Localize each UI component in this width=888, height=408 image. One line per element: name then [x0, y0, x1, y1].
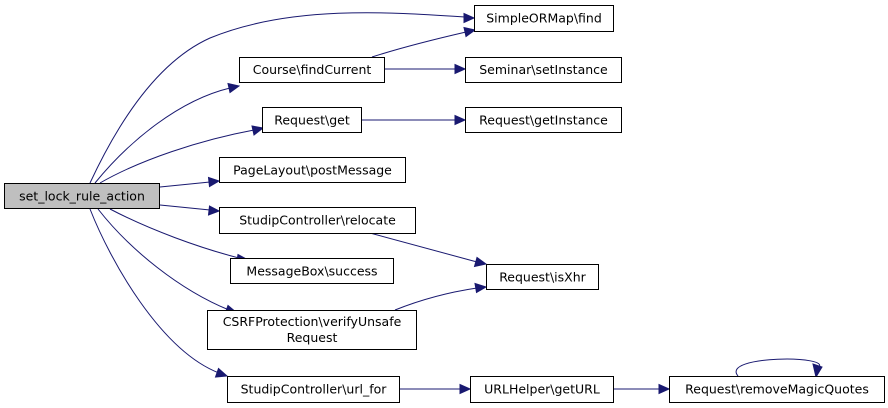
node-pagelayout-postmessage[interactable]: PageLayout\postMessage [219, 157, 406, 183]
node-label: Request\get [274, 113, 350, 128]
edge-relocate-to-request-isxhr [369, 232, 488, 268]
node-set-lock-rule-action[interactable]: set_lock_rule_action [4, 183, 160, 209]
node-label: PageLayout\postMessage [233, 163, 392, 178]
node-label: Request\removeMagicQuotes [685, 382, 869, 397]
node-request-getinstance[interactable]: Request\getInstance [465, 107, 622, 133]
node-label: Request\isXhr [499, 270, 586, 285]
node-label: Request\getInstance [479, 113, 608, 128]
node-messagebox-success[interactable]: MessageBox\success [230, 258, 394, 284]
node-urlhelper-geturl[interactable]: URLHelper\getURL [470, 376, 614, 403]
node-course-findcurrent[interactable]: Course\findCurrent [239, 57, 385, 83]
edge-url-for-to-urlhelper-geturl [399, 383, 472, 395]
node-csrfprotection-verifyunsafe-request[interactable]: CSRFProtection\verifyUnsafe Request [207, 310, 417, 350]
node-request-removemagicquotes[interactable]: Request\removeMagicQuotes [669, 376, 885, 403]
edge-request-get-to-request-getinstance [361, 114, 467, 126]
edge-root-to-course-findcurrent [94, 82, 241, 184]
edge-csrfprotection-to-request-isxhr [394, 282, 488, 311]
node-label: Seminar\setInstance [479, 62, 608, 77]
edge-root-to-request-get [99, 125, 265, 184]
edge-root-to-csrfprotection-verifyunsafe [97, 208, 239, 315]
nodes: set_lock_rule_action SimpleORMap\find Co… [4, 5, 885, 403]
node-label-line-1: CSRFProtection\verifyUnsafe [223, 314, 402, 329]
node-label: SimpleORMap\find [486, 11, 602, 26]
edge-course-findcurrent-to-simpleormap-find [371, 26, 477, 58]
node-studipcontroller-relocate[interactable]: StudipController\relocate [219, 207, 416, 234]
edge-root-to-studipcontroller-url-for [89, 208, 229, 378]
node-simpleormap-find[interactable]: SimpleORMap\find [474, 5, 614, 32]
node-label: URLHelper\getURL [484, 382, 600, 397]
edge-root-to-studipcontroller-relocate [159, 204, 221, 216]
edge-root-to-simpleormap-find [89, 12, 476, 184]
edge-course-findcurrent-to-seminar-setinstance [385, 63, 467, 75]
node-request-get[interactable]: Request\get [262, 107, 362, 133]
node-label-line-2: Request [287, 330, 338, 345]
edges [89, 12, 823, 395]
edge-removemagicquotes-self-loop [735, 358, 823, 379]
edge-urlhelper-geturl-to-request-removemagicquotes [613, 383, 671, 395]
node-studipcontroller-url-for[interactable]: StudipController\url_for [227, 376, 400, 403]
node-label: StudipController\relocate [239, 213, 396, 228]
node-request-isxhr[interactable]: Request\isXhr [486, 264, 599, 290]
node-label: MessageBox\success [246, 264, 377, 279]
edge-root-to-pagelayout-postmessage [159, 176, 221, 188]
node-label: Course\findCurrent [253, 62, 372, 77]
node-label: StudipController\url_for [241, 382, 388, 397]
node-label: set_lock_rule_action [19, 189, 145, 204]
node-seminar-setinstance[interactable]: Seminar\setInstance [465, 57, 622, 83]
